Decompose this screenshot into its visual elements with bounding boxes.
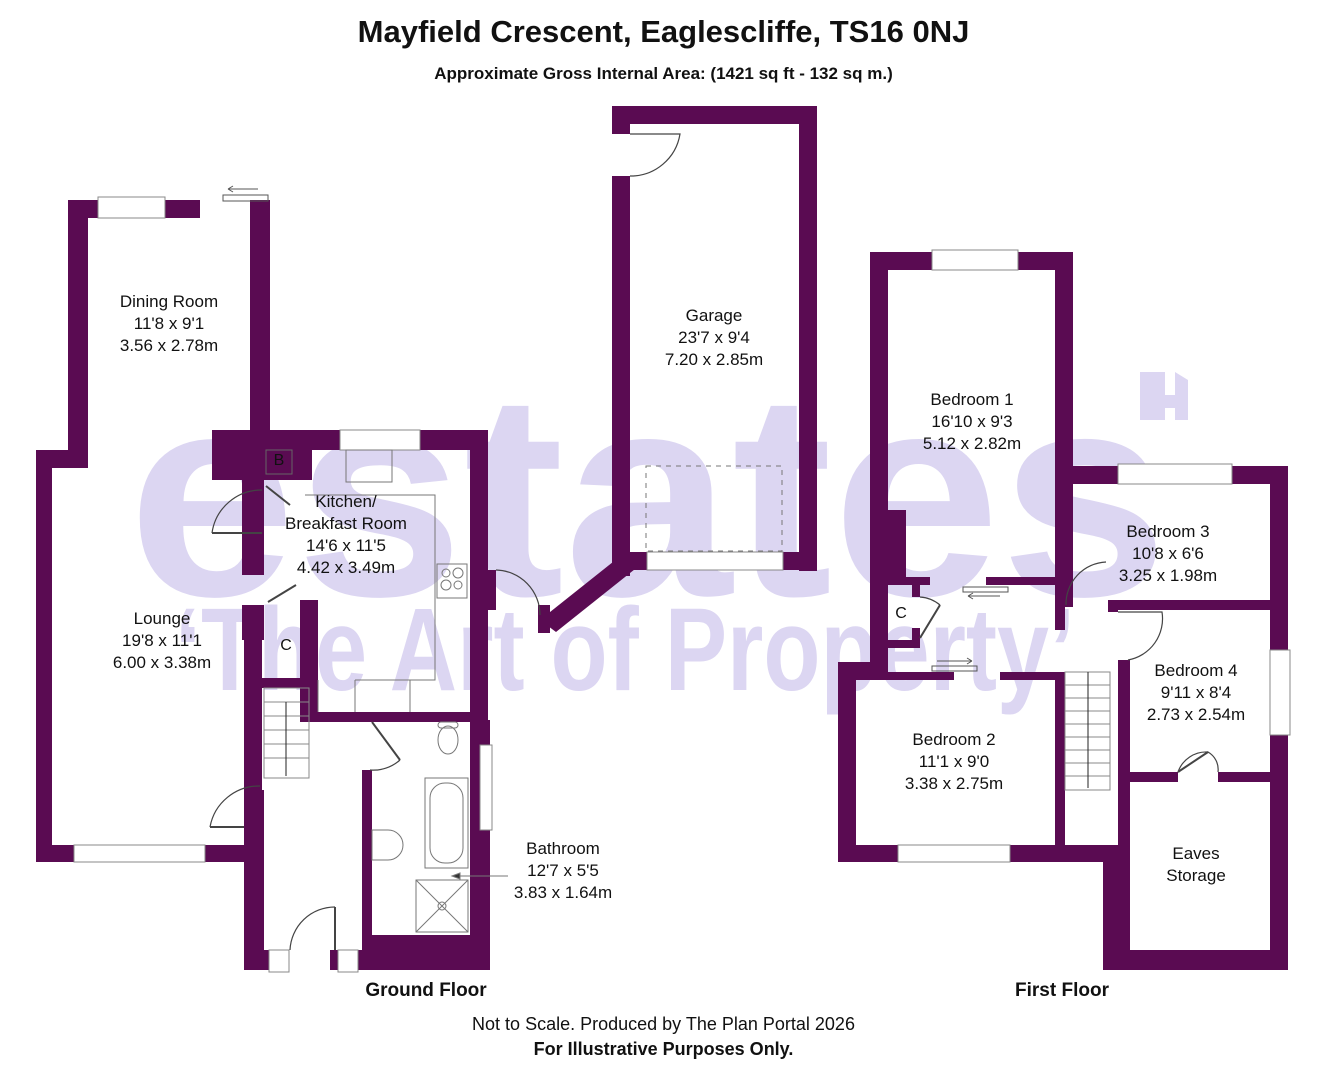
cupboard-marker: C: [280, 637, 292, 654]
page-title: Mayfield Crescent, Eaglescliffe, TS16 0N…: [357, 14, 970, 49]
boiler-marker: B: [273, 452, 285, 469]
room-metric: 5.12 x 2.82m: [922, 434, 1022, 453]
room-name: Bedroom 2: [912, 730, 996, 749]
room-dining-room: Dining Room 11'8 x 9'1 3.56 x 2.78m: [120, 291, 218, 357]
gross-internal-area: Approximate Gross Internal Area: (1421 s…: [434, 64, 893, 83]
room-name: Bedroom 3: [1126, 522, 1210, 541]
room-name-2: Breakfast Room: [285, 514, 407, 533]
room-name: Kitchen/: [315, 492, 377, 511]
room-imperial: 11'1 x 9'0: [918, 752, 990, 771]
room-name: Lounge: [133, 609, 191, 628]
sink-icon: [345, 449, 393, 483]
room-bathroom: Bathroom 12'7 x 5'5 3.83 x 1.64m: [514, 838, 612, 904]
garage-car-outline: [645, 465, 783, 552]
room-imperial: 10'8 x 6'6: [1132, 544, 1204, 563]
door-swings: [209, 133, 1219, 951]
room-metric: 7.20 x 2.85m: [664, 350, 764, 369]
room-imperial: 16'10 x 9'3: [931, 412, 1013, 431]
room-metric: 2.73 x 2.54m: [1146, 705, 1246, 724]
stairs: [263, 671, 1111, 791]
room-name-2: Storage: [1166, 866, 1226, 885]
room-lounge: Lounge 19'8 x 11'1 6.00 x 3.38m: [113, 608, 211, 674]
room-bedroom-4: Bedroom 4 9'11 x 8'4 2.73 x 2.54m: [1147, 660, 1245, 726]
ground-floor-label: Ground Floor: [365, 980, 487, 1001]
room-name: Garage: [685, 306, 743, 325]
boiler-box: [265, 449, 293, 475]
room-metric: 3.56 x 2.78m: [119, 336, 219, 355]
shower-tray-icon: [415, 879, 469, 933]
room-bedroom-2: Bedroom 2 11'1 x 9'0 3.38 x 2.75m: [905, 729, 1003, 795]
room-name: Bedroom 4: [1154, 661, 1238, 680]
room-eaves-storage: Eaves Storage: [1166, 843, 1226, 887]
room-imperial: 12'7 x 5'5: [527, 861, 599, 880]
bath-icon: [424, 777, 469, 869]
room-name: Dining Room: [119, 292, 219, 311]
room-metric: 4.42 x 3.49m: [296, 558, 396, 577]
first-floor-label: First Floor: [1015, 980, 1109, 1001]
ground-floor-walls: [36, 106, 817, 970]
room-bedroom-3: Bedroom 3 10'8 x 6'6 3.25 x 1.98m: [1119, 521, 1217, 587]
hob-icon: [436, 563, 468, 599]
kitchen-fittings: [305, 449, 468, 712]
room-imperial: 19'8 x 11'1: [122, 631, 202, 650]
room-bedroom-1: Bedroom 1 16'10 x 9'3 5.12 x 2.82m: [923, 389, 1021, 455]
room-metric: 6.00 x 3.38m: [112, 653, 212, 672]
room-name: Eaves: [1172, 844, 1220, 863]
room-imperial: 14'6 x 11'5: [306, 536, 386, 555]
bathroom-fittings: [371, 721, 508, 933]
room-kitchen: Kitchen/ Breakfast Room 14'6 x 11'5 4.42…: [285, 491, 407, 579]
room-imperial: 9'11 x 8'4: [1160, 683, 1232, 702]
room-imperial: 11'8 x 9'1: [133, 314, 205, 333]
first-floor-cupboard-marker: C: [895, 605, 907, 622]
basin-icon: [371, 829, 404, 861]
room-metric: 3.38 x 2.75m: [904, 774, 1004, 793]
sliding-doors: [222, 185, 1009, 672]
room-metric: 3.83 x 1.64m: [513, 883, 613, 902]
room-name: Bathroom: [526, 839, 600, 858]
footer-note: Not to Scale. Produced by The Plan Porta…: [472, 1014, 855, 1034]
footer-disclaimer: For Illustrative Purposes Only.: [533, 1039, 794, 1059]
room-name: Bedroom 1: [930, 390, 1014, 409]
first-floor-walls: [838, 252, 1288, 970]
toilet-icon: [437, 725, 459, 755]
windows: [73, 196, 1291, 973]
room-metric: 3.25 x 1.98m: [1118, 566, 1218, 585]
room-imperial: 23'7 x 9'4: [678, 328, 750, 347]
room-garage: Garage 23'7 x 9'4 7.20 x 2.85m: [665, 305, 763, 371]
